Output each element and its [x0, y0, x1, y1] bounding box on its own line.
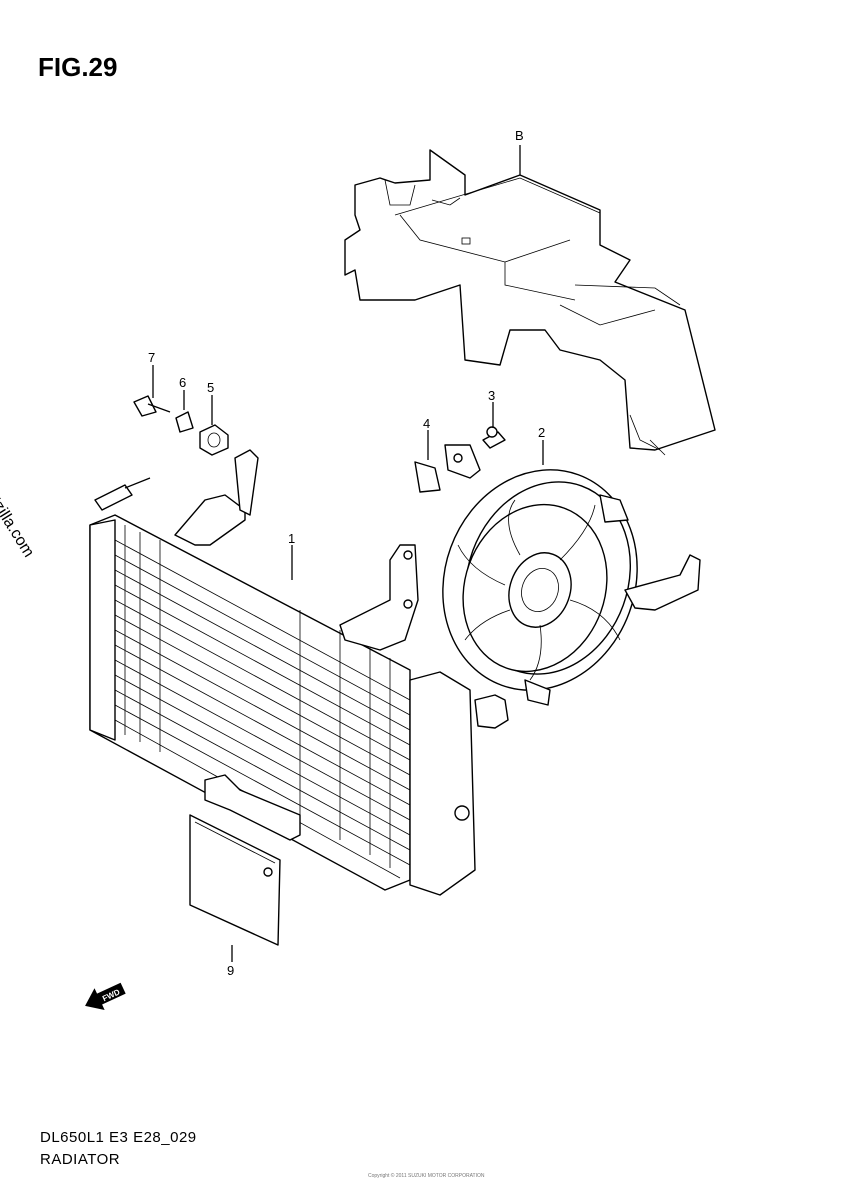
collar-part [414, 461, 441, 493]
callout-B: B [515, 128, 524, 143]
copyright-footer: Copyright © 2011 SUZUKI MOTOR CORPORATIO… [368, 1173, 485, 1179]
callout-2: 2 [538, 425, 545, 440]
callout-7: 7 [148, 350, 155, 365]
callout-1: 1 [288, 531, 295, 546]
radiator-fins [114, 525, 411, 879]
callout-6: 6 [179, 375, 186, 390]
callout-9: 9 [227, 963, 234, 978]
callout-4: 4 [423, 416, 430, 431]
fan-bolt [482, 426, 506, 449]
radiator-core [89, 449, 509, 896]
figure-code: DL650L1 E3 E28_029 [40, 1129, 197, 1146]
grommet [199, 424, 229, 456]
callout-3: 3 [488, 388, 495, 403]
fwd-arrow-icon: FWD [85, 982, 126, 1010]
leader-lines [152, 145, 544, 962]
spacer [175, 411, 194, 433]
mount-bolt [133, 395, 171, 417]
cooling-fan [442, 444, 701, 706]
callout-5: 5 [207, 380, 214, 395]
figure-title: FIG.29 [38, 52, 118, 82]
fwd-label: FWD [101, 987, 122, 1003]
heat-plate [189, 814, 281, 946]
radiator-shroud [344, 149, 716, 456]
figure-name: RADIATOR [40, 1151, 121, 1168]
